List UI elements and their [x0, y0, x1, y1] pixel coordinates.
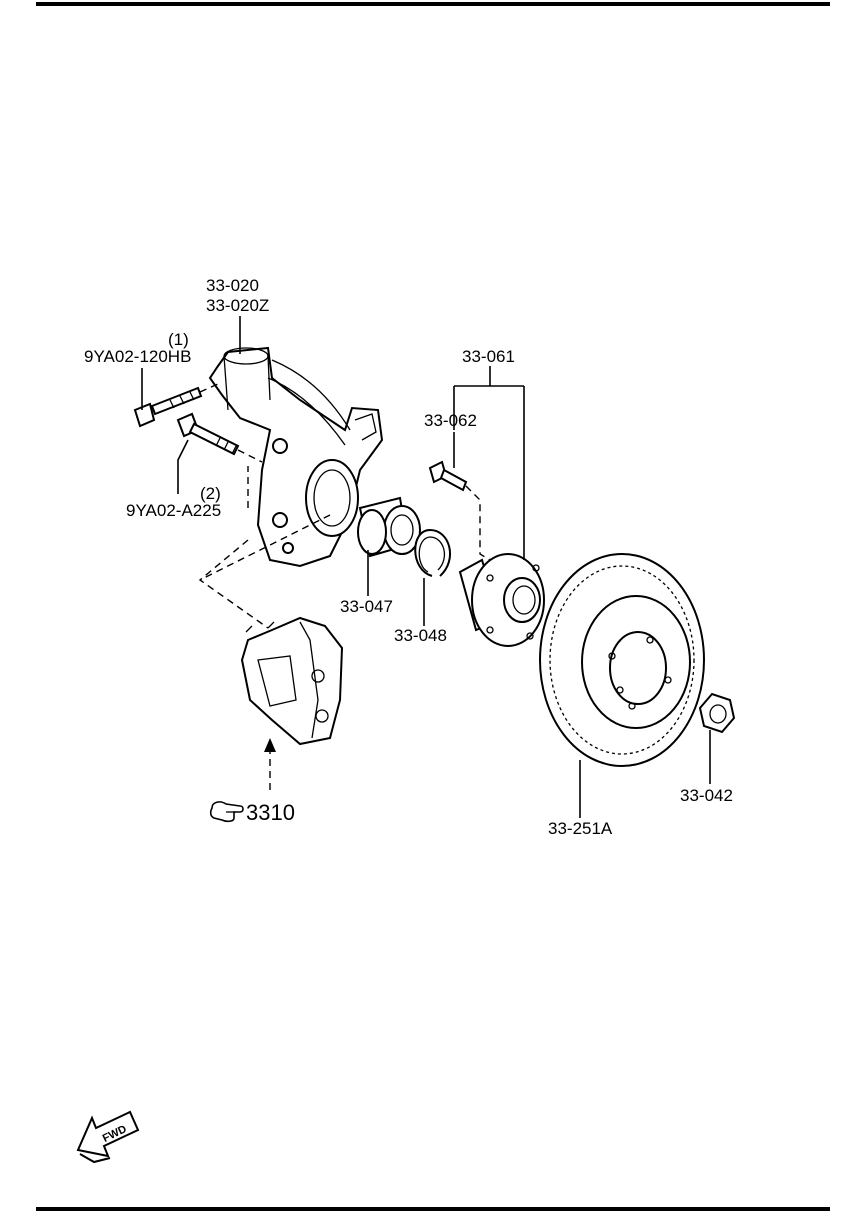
label-nut: 33-042: [680, 786, 733, 805]
label-bolt2: 9YA02-A225: [126, 501, 221, 520]
label-bolt1: 9YA02-120HB: [84, 347, 191, 366]
arrow-caliper-ref: [264, 738, 276, 752]
fwd-arrow-icon: FWD: [76, 1110, 140, 1164]
label-knuckle-1: 33-020: [206, 276, 259, 295]
brake-disc: [539, 553, 705, 767]
wheel-bearing: [357, 496, 421, 558]
bolt-9ya02-a225: [176, 412, 240, 456]
steering-knuckle: [208, 346, 384, 568]
bottom-rule: [36, 1207, 830, 1211]
assembly-line-knuckle-caliper: [198, 466, 331, 629]
label-knuckle-2: 33-020Z: [206, 296, 269, 315]
ref-number: 3310: [246, 800, 295, 825]
assembly-line-hub-bolt: [465, 485, 491, 561]
label-bearing: 33-047: [340, 597, 393, 616]
label-bolt1-qty: (1): [168, 330, 189, 349]
label-hub-assy: 33-061: [462, 347, 515, 366]
ref-hand-icon: [209, 801, 244, 823]
leader-hub-assy: [453, 366, 525, 560]
hub-nut: [698, 692, 736, 734]
snap-ring: [414, 528, 451, 577]
hub-bolt: [428, 460, 468, 492]
leader-bolt2: [177, 439, 189, 494]
bolt-9ya02-120hb: [133, 386, 203, 428]
wheel-hub: [458, 553, 545, 647]
brake-caliper: [240, 616, 344, 746]
assembly-line-bolt1: [199, 383, 219, 393]
assembly-line-bolt2: [237, 449, 263, 463]
label-hub-bolt: 33-062: [424, 411, 477, 430]
top-rule: [36, 2, 830, 6]
label-snap-ring: 33-048: [394, 626, 447, 645]
label-disc: 33-251A: [548, 819, 613, 838]
label-bolt2-qty: (2): [200, 484, 221, 503]
